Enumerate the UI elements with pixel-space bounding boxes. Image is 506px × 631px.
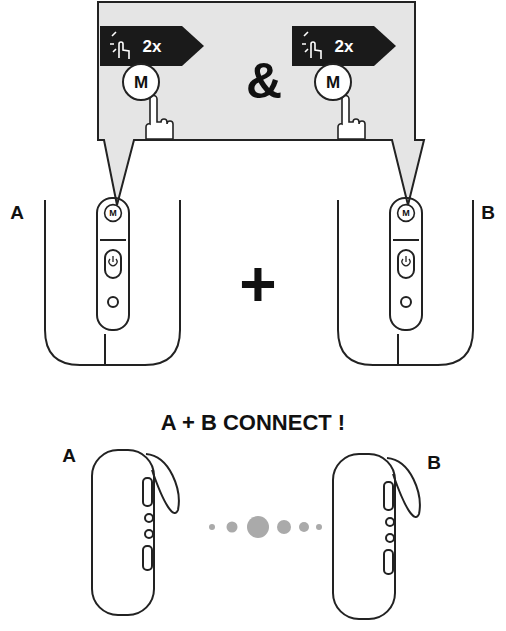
mode-button: M — [313, 62, 353, 102]
press-count: 2x — [143, 38, 162, 55]
heading: A + B CONNECT ! — [161, 412, 345, 434]
mode-button: M — [121, 62, 161, 102]
callout-box: 2x & 2xM M — [98, 2, 415, 140]
mode-button: M — [396, 203, 416, 223]
speaker-label: B — [427, 453, 441, 472]
mode-button-label: M — [109, 209, 117, 218]
mode-button: M — [103, 203, 123, 223]
connection-dots — [209, 516, 322, 538]
tap-icon — [110, 32, 321, 59]
speaker-label: A — [62, 446, 76, 465]
press-count: 2x — [335, 38, 354, 55]
ampersand: & — [246, 56, 282, 106]
plus-sign: + — [239, 252, 276, 316]
speaker-label: B — [481, 203, 495, 222]
mode-button-label: M — [134, 74, 148, 91]
press-arrow — [100, 26, 204, 66]
speaker-side-view — [333, 454, 420, 619]
press-arrow — [292, 26, 396, 66]
speaker-top-view — [338, 198, 473, 365]
mode-button-label: M — [402, 209, 410, 218]
speaker-label: A — [10, 203, 24, 222]
mode-button-label: M — [326, 74, 340, 91]
callout-bubble — [98, 2, 424, 205]
speaker-top-view — [45, 198, 180, 365]
speaker-side-view — [92, 450, 179, 615]
